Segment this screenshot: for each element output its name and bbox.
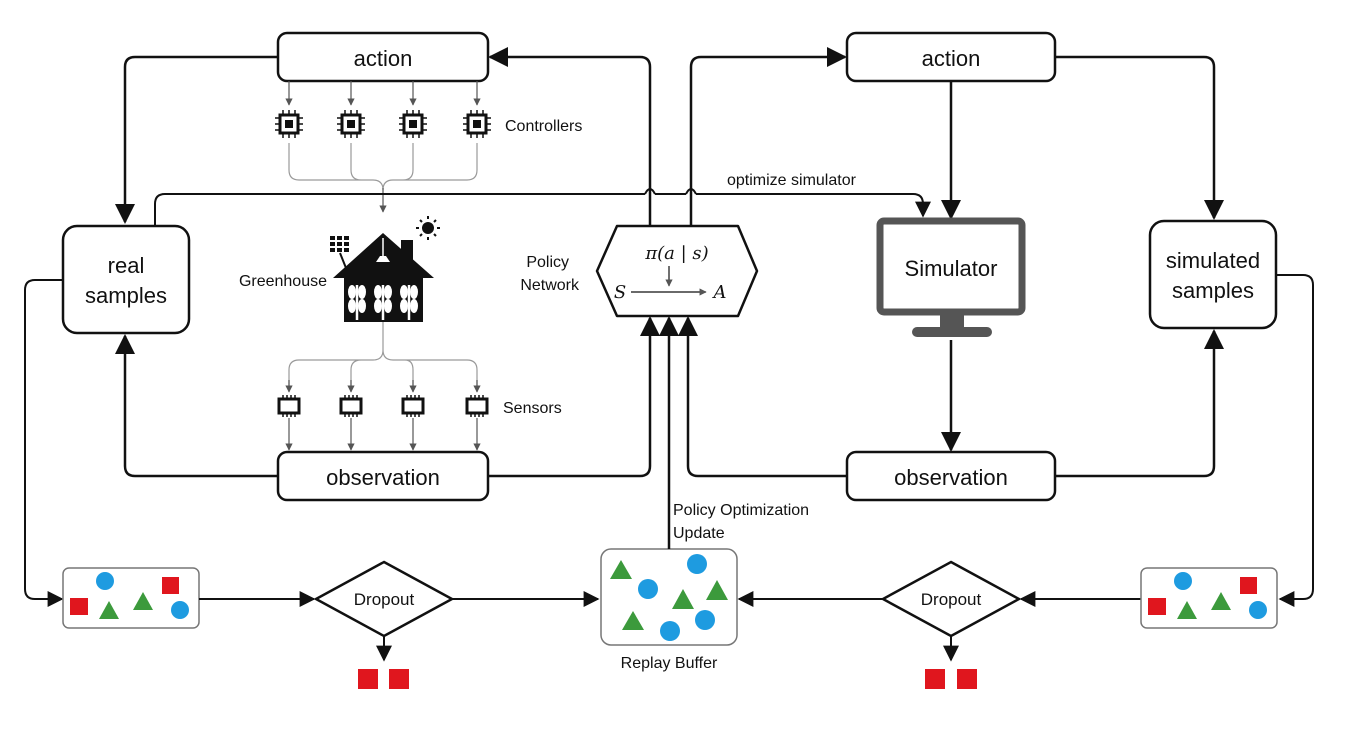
triangle-sample-icon [622,611,644,630]
right-dropout-diamond: Dropout [880,560,1022,638]
policy-update-label-line1: Policy Optimization [673,502,809,519]
controller-chip-icon [397,108,429,140]
simulator-label: Simulator [905,256,998,281]
left-observation-to-policy-arrow [488,316,660,478]
triangle-sample-icon [133,592,153,610]
policy-state-symbol: S [614,282,626,303]
controllers-label: Controllers [505,118,582,135]
triangle-sample-icon [1177,601,1197,619]
simulated-samples-label-line1: simulated [1166,248,1260,273]
square-sample-icon [162,577,179,594]
triangle-sample-icon [706,580,728,600]
triangle-sample-icon [1211,592,1231,610]
policy-to-left-action-arrow [488,47,652,226]
circle-sample-icon [171,601,189,619]
greenhouse-icon [330,233,434,322]
right-action-box: action [845,31,1057,83]
controller-chip-icon [273,108,305,140]
sensor-icon [465,393,489,419]
simulated-samples-label-line2: samples [1172,278,1254,303]
sensors-label: Sensors [503,400,562,417]
dropped-square-icon [925,669,945,689]
policy-network-label-line1: Policy [526,254,569,271]
simulated-samples-box: simulated samples [1148,219,1278,330]
action-to-simulated-samples-arrow [1055,55,1224,220]
dropped-square-icon [957,669,977,689]
action-to-real-samples-arrow [115,55,278,224]
circle-sample-icon [660,621,680,641]
controllers-group: Controllers [273,81,582,213]
replay-buffer-box [600,548,738,646]
controller-chip-icon [335,108,367,140]
policy-to-right-action-arrow [689,47,847,226]
triangle-sample-icon [610,560,632,579]
circle-sample-icon [96,572,114,590]
greenhouse-label: Greenhouse [239,273,327,290]
simulated-samples-to-batch-arrow [1276,274,1314,607]
real-samples-label-line2: samples [85,283,167,308]
policy-pi-formula: π(a | s) [644,243,708,264]
policy-network-node: π(a | s) S A [595,224,759,318]
circle-sample-icon [638,579,658,599]
policy-network-label-line2: Network [520,277,580,294]
real-samples-label-line1: real [108,253,145,278]
optimize-simulator-arrow [154,193,923,226]
left-dropout-diamond: Dropout [313,560,455,638]
real-samples-to-batch-arrow [24,279,64,607]
dropped-square-icon [358,669,378,689]
square-sample-icon [70,598,88,615]
right-dropout-label: Dropout [921,590,982,609]
right-action-label: action [922,46,981,71]
right-observation-to-policy-arrow [678,316,847,478]
simulated-sample-batch [1140,567,1278,629]
right-observation-box: observation [845,450,1057,502]
square-sample-icon [1148,598,1166,615]
replay-buffer-label: Replay Buffer [621,655,718,672]
observation-to-real-samples-arrow [115,334,278,478]
real-samples-box: real samples [61,224,191,335]
left-action-label: action [354,46,413,71]
left-dropout-label: Dropout [354,590,415,609]
policy-action-symbol: A [712,282,727,303]
circle-sample-icon [687,554,707,574]
left-action-box: action [276,31,490,83]
circle-sample-icon [695,610,715,630]
circle-sample-icon [1174,572,1192,590]
right-observation-label: observation [894,465,1008,490]
real-sample-batch [62,567,200,629]
triangle-sample-icon [672,589,694,609]
simulator-monitor-icon [876,217,1026,337]
triangle-sample-icon [99,601,119,619]
sensor-icon [401,393,425,419]
controller-chip-icon [461,108,493,140]
dropped-square-icon [389,669,409,689]
sensor-icon [277,393,301,419]
optimize-simulator-label: optimize simulator [727,172,857,189]
sensor-icon [339,393,363,419]
sun-icon [416,216,440,240]
left-observation-label: observation [326,465,440,490]
circle-sample-icon [1249,601,1267,619]
observation-to-simulated-samples-arrow [1055,329,1224,478]
sensors-group: Sensors [277,322,562,451]
left-observation-box: observation [276,450,490,502]
policy-update-label-line2: Update [673,525,725,542]
square-sample-icon [1240,577,1257,594]
